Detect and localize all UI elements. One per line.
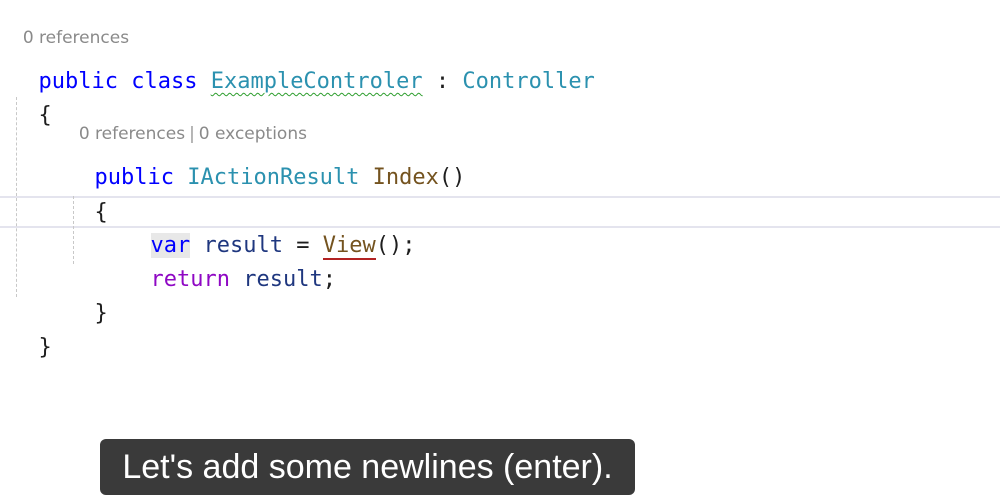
code-line-4[interactable]: { xyxy=(68,162,108,225)
close-brace-class: } xyxy=(38,335,52,360)
code-line-5[interactable]: var result = View(); xyxy=(124,195,415,260)
view-call[interactable]: View xyxy=(322,233,376,260)
class-codelens[interactable]: 0 references xyxy=(12,8,129,48)
method-name[interactable]: Index xyxy=(372,165,439,190)
class-references-link[interactable]: 0 references xyxy=(22,28,130,48)
keyword-return: return xyxy=(150,267,230,292)
code-line-7[interactable]: } xyxy=(68,263,108,326)
current-line-highlight xyxy=(0,196,1000,228)
indent-guide-method xyxy=(73,196,74,264)
variable-result-return[interactable]: result xyxy=(243,267,323,292)
colon: : xyxy=(435,69,450,94)
open-brace-method: { xyxy=(94,200,108,225)
method-references-link[interactable]: 0 references xyxy=(78,124,186,144)
keyword-public: public xyxy=(38,69,118,94)
return-type[interactable]: IActionResult xyxy=(187,165,360,190)
variable-result[interactable]: result xyxy=(203,233,283,258)
code-line-8[interactable]: } xyxy=(12,297,52,360)
close-brace-method: } xyxy=(94,301,108,326)
indent-guide-class xyxy=(16,97,17,297)
method-parens: () xyxy=(438,165,466,190)
code-line-2[interactable]: { xyxy=(12,65,52,128)
keyword-public-method: public xyxy=(94,165,174,190)
method-codelens[interactable]: 0 references|0 exceptions xyxy=(68,104,307,144)
keyword-class: class xyxy=(131,69,198,94)
keyword-var[interactable]: var xyxy=(150,233,191,258)
class-name[interactable]: ExampleControler xyxy=(210,69,423,94)
base-class[interactable]: Controller xyxy=(462,69,595,94)
code-line-6[interactable]: return result; xyxy=(124,229,336,292)
video-caption: Let's add some newlines (enter). xyxy=(100,439,635,495)
call-tail: (); xyxy=(375,233,416,258)
semicolon: ; xyxy=(322,267,336,292)
method-exceptions-link[interactable]: 0 exceptions xyxy=(198,124,307,144)
assign-operator: = xyxy=(296,233,310,258)
code-line-1[interactable]: public class ExampleControler : Controll… xyxy=(12,31,595,94)
open-brace-class: { xyxy=(38,103,52,128)
codelens-separator: | xyxy=(189,124,195,144)
code-line-3[interactable]: public IActionResult Index() xyxy=(68,127,466,190)
